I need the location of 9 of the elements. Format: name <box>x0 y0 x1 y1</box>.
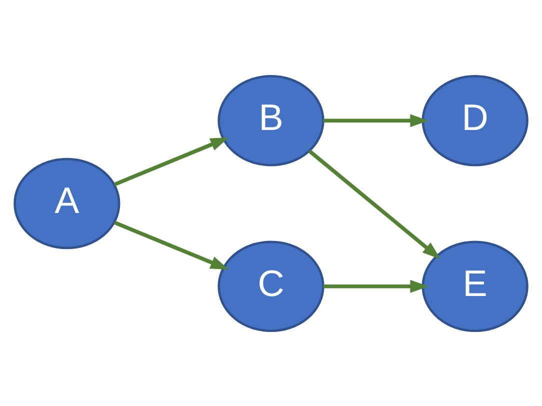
node-ellipse: D <box>422 74 528 166</box>
arrow <box>114 136 229 186</box>
node-ellipse: C <box>218 240 324 332</box>
arrow <box>323 114 429 127</box>
node-ellipse: A <box>14 157 120 249</box>
arrow <box>323 279 429 292</box>
node-ellipse: B <box>218 74 324 166</box>
arrow <box>308 149 441 259</box>
arrow <box>114 220 229 270</box>
